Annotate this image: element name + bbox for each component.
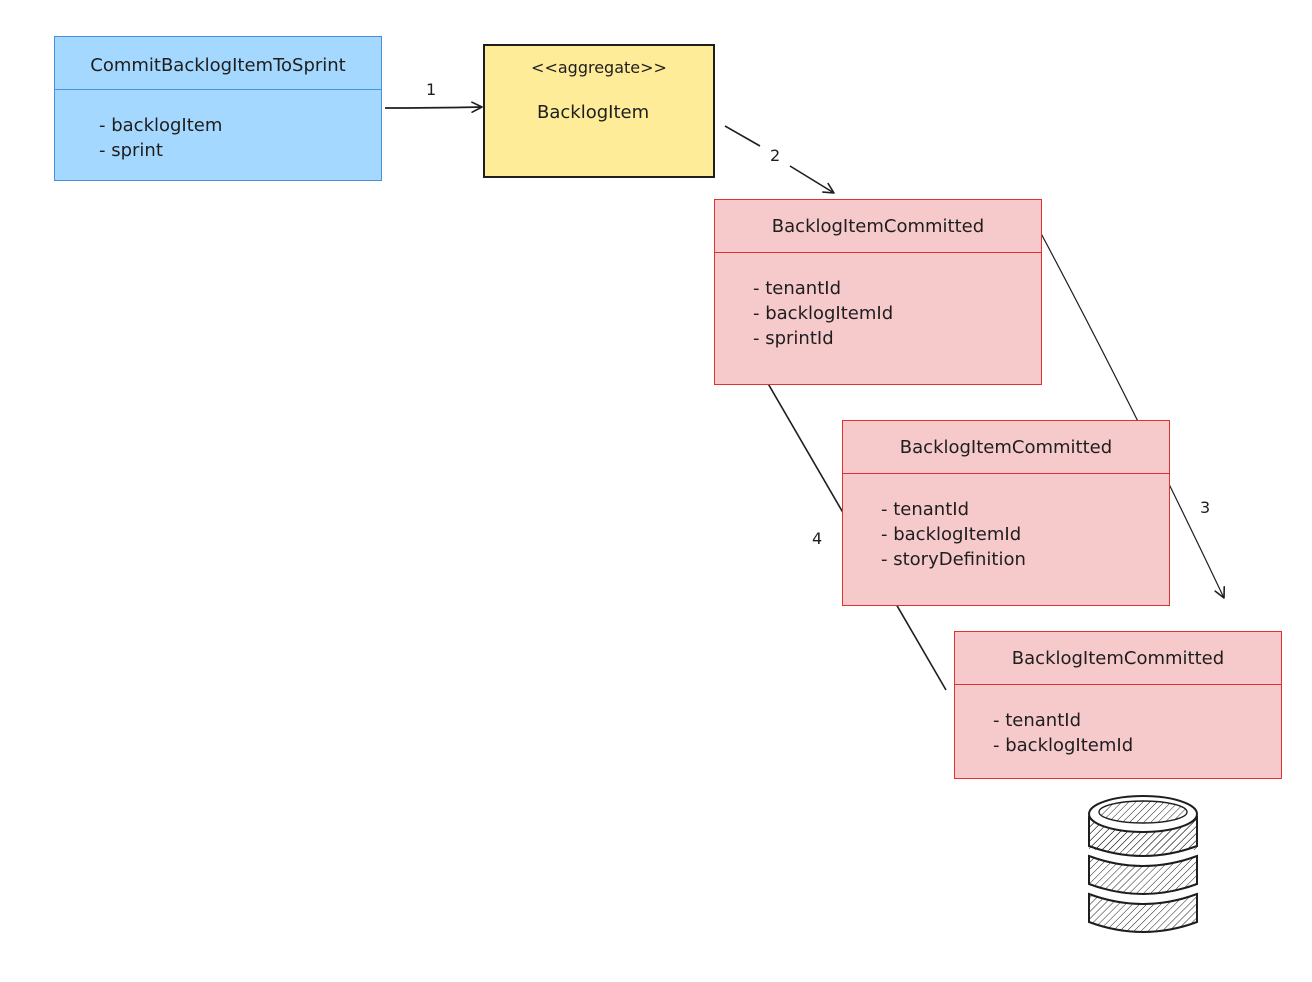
arrow-label-3: 3 [1200, 498, 1211, 517]
event-field: tenantId [993, 708, 1133, 733]
command-box: CommitBacklogItemToSprint backlogItem sp… [54, 36, 382, 181]
aggregate-box: <<aggregate>> BacklogItem [483, 44, 715, 178]
event-title: BacklogItemCommitted [771, 216, 985, 237]
event-field: backlogItemId [881, 522, 1026, 547]
event-box-1: BacklogItemCommitted tenantId backlogIte… [714, 199, 1042, 385]
event-fields: tenantId backlogItemId sprintId [753, 276, 893, 351]
arrow-1 [384, 101, 483, 113]
command-fields: backlogItem sprint [99, 113, 222, 163]
event-field: backlogItemId [753, 301, 893, 326]
event-field: tenantId [881, 497, 1026, 522]
aggregate-title: BacklogItem [537, 102, 650, 123]
event-field: tenantId [753, 276, 893, 301]
arrow-label-2: 2 [770, 146, 781, 165]
command-field: sprint [99, 138, 222, 163]
database-icon [1088, 795, 1198, 933]
event-field: sprintId [753, 326, 893, 351]
event-divider [955, 684, 1281, 685]
event-title: BacklogItemCommitted [899, 437, 1113, 458]
arrow-label-1: 1 [426, 80, 437, 99]
arrow-3 [1035, 223, 1226, 599]
command-title: CommitBacklogItemToSprint [90, 55, 346, 76]
command-field: backlogItem [99, 113, 222, 138]
event-fields: tenantId backlogItemId [993, 708, 1133, 758]
event-field: backlogItemId [993, 733, 1133, 758]
command-divider [55, 89, 381, 90]
event-divider [715, 252, 1041, 253]
aggregate-stereotype: <<aggregate>> [531, 58, 667, 77]
event-divider [843, 473, 1169, 474]
event-box-2: BacklogItemCommitted tenantId backlogIte… [842, 420, 1170, 606]
event-title: BacklogItemCommitted [1011, 648, 1225, 669]
event-box-3: BacklogItemCommitted tenantId backlogIte… [954, 631, 1282, 779]
arrow-2 [724, 125, 834, 193]
event-fields: tenantId backlogItemId storyDefinition [881, 497, 1026, 572]
arrow-label-4: 4 [812, 529, 823, 548]
event-field: storyDefinition [881, 547, 1026, 572]
